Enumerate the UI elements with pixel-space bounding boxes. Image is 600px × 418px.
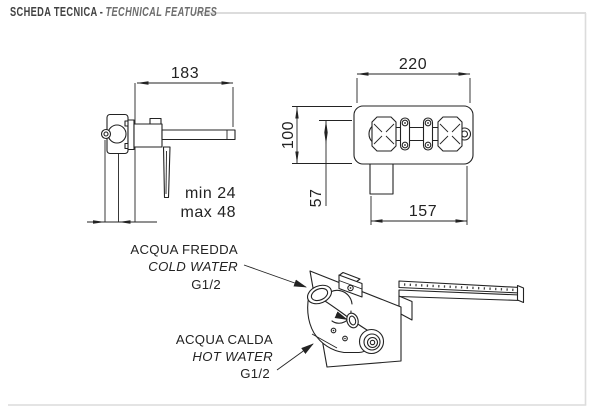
connection-labels: ACQUA FREDDA COLD WATER G1/2 ACQUA CALDA… bbox=[130, 242, 348, 381]
page-frame bbox=[8, 13, 587, 406]
flow-arrow bbox=[334, 311, 348, 320]
dim-centers-distance: 157 bbox=[409, 203, 437, 220]
spout-outlet-stub bbox=[369, 163, 394, 195]
header-rule bbox=[194, 11, 586, 14]
dim-depth-max: max 48 bbox=[181, 204, 236, 221]
title-separator: - bbox=[99, 5, 104, 19]
hot-water-label-it: ACQUA CALDA bbox=[176, 332, 273, 347]
cold-inlet-port bbox=[306, 284, 333, 305]
page-title: SCHEDA TECNICA-TECHNICAL FEATURES bbox=[10, 3, 217, 21]
fixing-ear bbox=[422, 117, 434, 151]
handle-lever bbox=[162, 146, 171, 199]
fixing-ear bbox=[399, 117, 411, 151]
wall-escutcheon bbox=[127, 119, 135, 151]
title-english: TECHNICAL FEATURES bbox=[105, 5, 218, 19]
support-rail bbox=[398, 280, 525, 321]
cold-water-thread: G1/2 bbox=[191, 277, 221, 292]
dim-plate-height: 100 bbox=[280, 121, 297, 149]
clamp-bracket bbox=[338, 271, 363, 298]
cold-water-leader bbox=[243, 264, 307, 288]
mixer-valve bbox=[133, 123, 163, 148]
dim-depth-min: min 24 bbox=[185, 185, 236, 202]
title-italian: SCHEDA TECNICA bbox=[10, 5, 98, 19]
dim-spout-offset: 57 bbox=[308, 189, 325, 208]
side-view-drawing: 183 min 24 max 48 bbox=[87, 65, 236, 224]
dim-plate-width: 220 bbox=[399, 56, 427, 73]
cold-water-label-it: ACQUA FREDDA bbox=[130, 242, 238, 257]
cold-water-label-en: COLD WATER bbox=[148, 259, 238, 274]
hot-water-thread: G1/2 bbox=[240, 366, 270, 381]
hot-water-label-en: HOT WATER bbox=[192, 349, 273, 364]
page-header: SCHEDA TECNICA-TECHNICAL FEATURES bbox=[10, 4, 586, 20]
dim-spout-projection: 183 bbox=[171, 65, 199, 82]
isometric-view-drawing bbox=[306, 270, 525, 368]
hot-water-leader bbox=[276, 343, 314, 371]
front-view-drawing: 220 bbox=[280, 56, 474, 225]
spout-connection-front bbox=[437, 116, 463, 152]
rough-in-valve-body bbox=[306, 284, 385, 355]
spout bbox=[161, 129, 236, 141]
mixer-cartridge-front bbox=[371, 116, 397, 152]
